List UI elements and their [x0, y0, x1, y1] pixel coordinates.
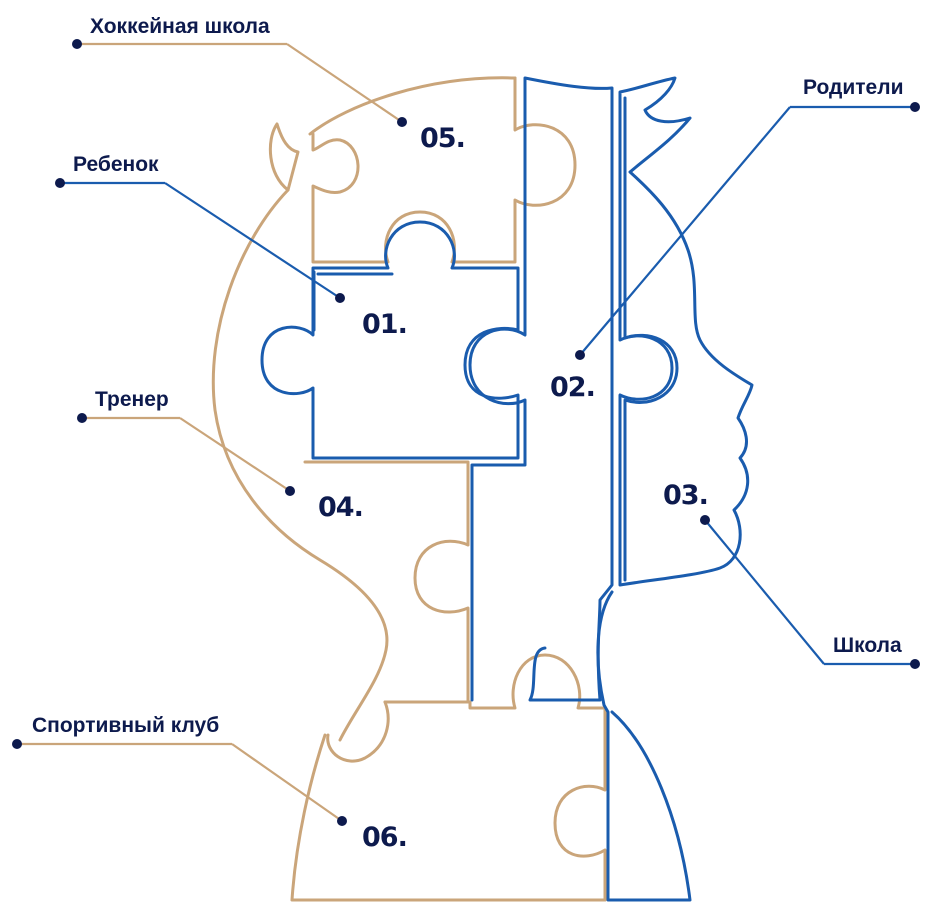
- dot-02-end: [575, 350, 585, 360]
- dot-01-start: [55, 178, 65, 188]
- dot-06-end: [337, 816, 347, 826]
- dot-01-end: [335, 293, 345, 303]
- dot-04-end: [285, 486, 295, 496]
- number-02: 02.: [550, 372, 595, 403]
- label-06: Спортивный клуб: [32, 714, 219, 737]
- label-05: Хоккейная школа: [90, 15, 270, 38]
- leader-06: [12, 739, 347, 826]
- number-05: 05.: [420, 123, 465, 154]
- dot-05-start: [72, 39, 82, 49]
- dot-05-end: [397, 117, 407, 127]
- leader-02: [575, 102, 920, 360]
- dot-06-start: [12, 739, 22, 749]
- dot-04-start: [77, 413, 87, 423]
- number-04: 04.: [318, 492, 363, 523]
- piece-03-outline: [618, 76, 754, 587]
- label-02: Родители: [803, 76, 904, 99]
- label-04: Тренер: [95, 388, 169, 411]
- label-03: Школа: [833, 634, 902, 657]
- leader-01: [55, 178, 345, 303]
- leader-03: [700, 515, 920, 669]
- leader-04: [77, 413, 295, 496]
- leader-05: [72, 39, 407, 127]
- piece-06-outline: [326, 653, 607, 902]
- piece-05-outline: [311, 76, 577, 264]
- number-01: 01.: [362, 309, 407, 340]
- dot-03-start: [700, 515, 710, 525]
- gold-head-outline: [211, 76, 607, 902]
- dot-03-end: [910, 659, 920, 669]
- dot-02-start: [910, 102, 920, 112]
- number-03: 03.: [663, 480, 708, 511]
- piece-04-outline: [303, 460, 470, 704]
- piece-01-outline: [260, 220, 520, 460]
- label-01: Ребенок: [73, 153, 159, 176]
- number-06: 06.: [362, 822, 407, 853]
